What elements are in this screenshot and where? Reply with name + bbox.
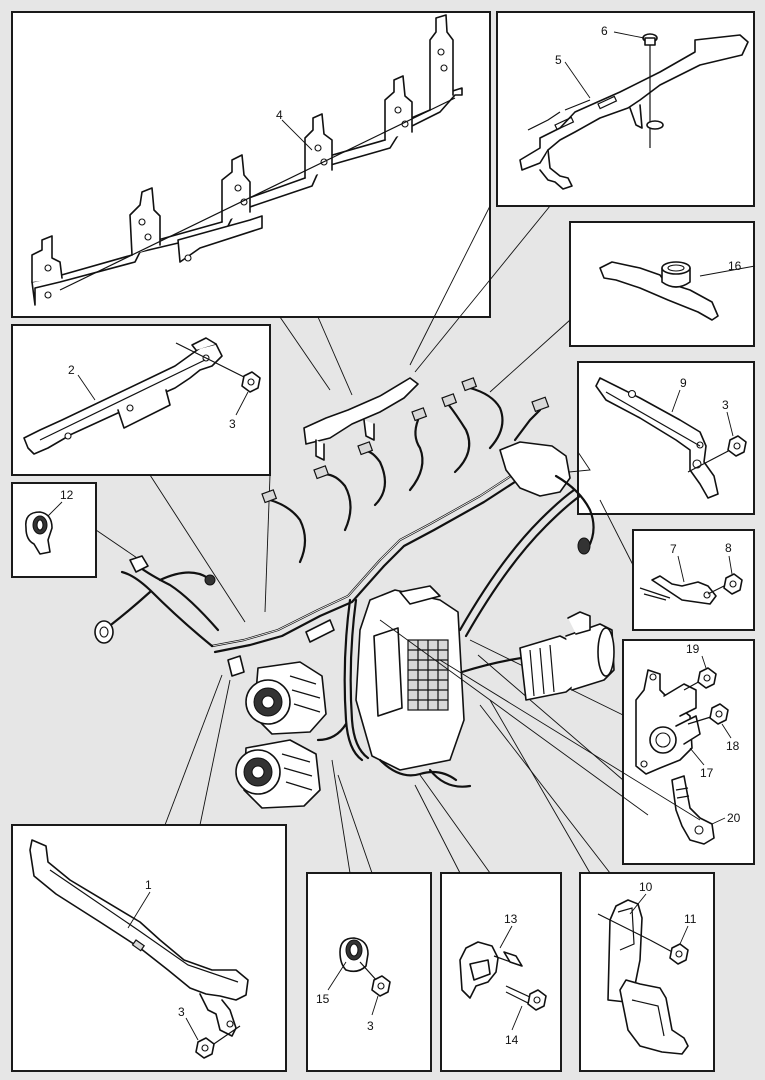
callout-5: 5 bbox=[555, 53, 562, 67]
part-3-bolt-a bbox=[175, 342, 261, 393]
part-4-harness-bracket bbox=[31, 14, 463, 306]
part-18-bolt bbox=[687, 703, 729, 725]
callout-11: 11 bbox=[684, 912, 697, 926]
part-3-bolt-d bbox=[359, 961, 391, 997]
callout-13: 13 bbox=[504, 912, 518, 926]
part-2-bracket bbox=[23, 337, 223, 455]
part-5-bracket bbox=[519, 34, 749, 190]
callout-12: 12 bbox=[60, 488, 74, 502]
part-17-bracket bbox=[635, 669, 701, 775]
alternator-lower bbox=[235, 739, 321, 809]
callout-16: 16 bbox=[728, 259, 742, 273]
part-7-clip bbox=[639, 575, 717, 605]
callout-6: 6 bbox=[601, 24, 608, 38]
callout-15: 15 bbox=[316, 992, 330, 1006]
part-8-bolt bbox=[707, 573, 743, 595]
callout-1: 1 bbox=[145, 878, 152, 892]
callout-3-c: 3 bbox=[178, 1005, 185, 1019]
callout-7: 7 bbox=[670, 542, 677, 556]
part-9-bracket bbox=[595, 377, 719, 499]
callout-4: 4 bbox=[276, 108, 283, 122]
engine-wiring-harness bbox=[94, 377, 701, 821]
starter-motor bbox=[519, 611, 615, 701]
part-20-clip bbox=[671, 775, 715, 845]
part-3-bolt-c bbox=[195, 1025, 241, 1059]
part-14-bolt bbox=[505, 985, 547, 1011]
part-6-bolt bbox=[642, 33, 664, 148]
callout-17: 17 bbox=[700, 766, 714, 780]
callout-3-a: 3 bbox=[229, 417, 236, 431]
callout-18: 18 bbox=[726, 739, 740, 753]
ecu-pins bbox=[407, 639, 449, 711]
callout-3-b: 3 bbox=[722, 398, 729, 412]
part-19-bolt bbox=[683, 667, 717, 691]
alternator-upper bbox=[245, 661, 327, 735]
part-1-bracket bbox=[29, 839, 249, 1037]
callout-8: 8 bbox=[725, 541, 732, 555]
part-12-grommet bbox=[24, 511, 53, 555]
part-10-bracket bbox=[597, 899, 689, 1055]
part-16-clip bbox=[599, 261, 719, 321]
callout-14: 14 bbox=[505, 1033, 519, 1047]
panel-clamp-13 bbox=[440, 872, 562, 1072]
part-3-bolt-b bbox=[687, 435, 747, 473]
callout-3-d: 3 bbox=[367, 1019, 374, 1033]
part-13-clamp bbox=[459, 941, 523, 999]
panel-grommet-12 bbox=[11, 482, 97, 578]
callout-20: 20 bbox=[727, 811, 741, 825]
callout-9: 9 bbox=[680, 376, 687, 390]
callout-10: 10 bbox=[639, 880, 653, 894]
callout-19: 19 bbox=[686, 642, 700, 656]
callout-2: 2 bbox=[68, 363, 75, 377]
